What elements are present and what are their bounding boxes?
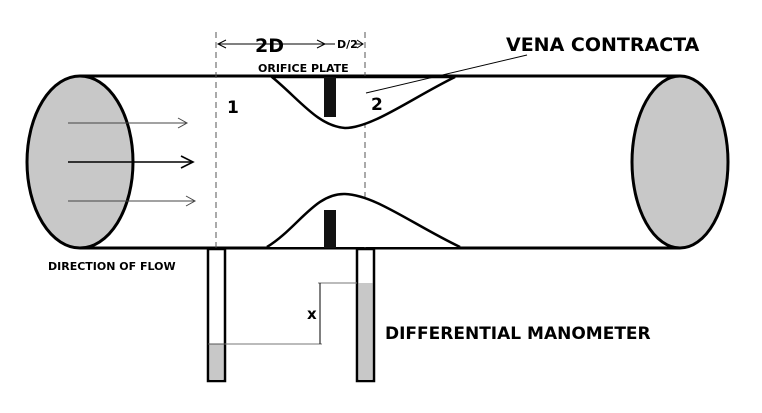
section-1-label: 1 [227, 98, 239, 118]
flow-arrow-top-head [177, 117, 189, 129]
dimension-d-half-label: D/2 [337, 38, 358, 51]
dimension-d-half-arrow [356, 39, 364, 49]
vena-contracta-upper-profile [268, 75, 456, 130]
section-2-label: 2 [371, 95, 383, 115]
flow-arrow-bottom-head [185, 195, 197, 207]
level-difference-label: x [307, 305, 317, 323]
flow-arrows [68, 117, 197, 207]
manometer-fluid-right [358, 283, 373, 380]
pipe-outlet-end [630, 74, 730, 250]
vena-contracta-label: VENA CONTRACTA [506, 34, 700, 56]
direction-of-flow-label: DIRECTION OF FLOW [48, 260, 176, 273]
orifice-plate-label: ORIFICE PLATE [258, 62, 349, 75]
orifice-plate-upper [324, 77, 336, 117]
dimension-lines [216, 39, 364, 49]
manometer-fluid-left [209, 344, 224, 380]
vena-contracta-lower-profile [266, 192, 461, 249]
vena-contracta-leader [365, 54, 528, 94]
dimension-2d-label: 2D [255, 35, 284, 57]
differential-manometer [206, 247, 376, 383]
flow-arrow-middle-head [180, 155, 195, 169]
differential-manometer-label: DIFFERENTIAL MANOMETER [385, 324, 651, 344]
orifice-plate-lower [324, 210, 336, 248]
dimension-2d-arrow-left [216, 39, 227, 49]
